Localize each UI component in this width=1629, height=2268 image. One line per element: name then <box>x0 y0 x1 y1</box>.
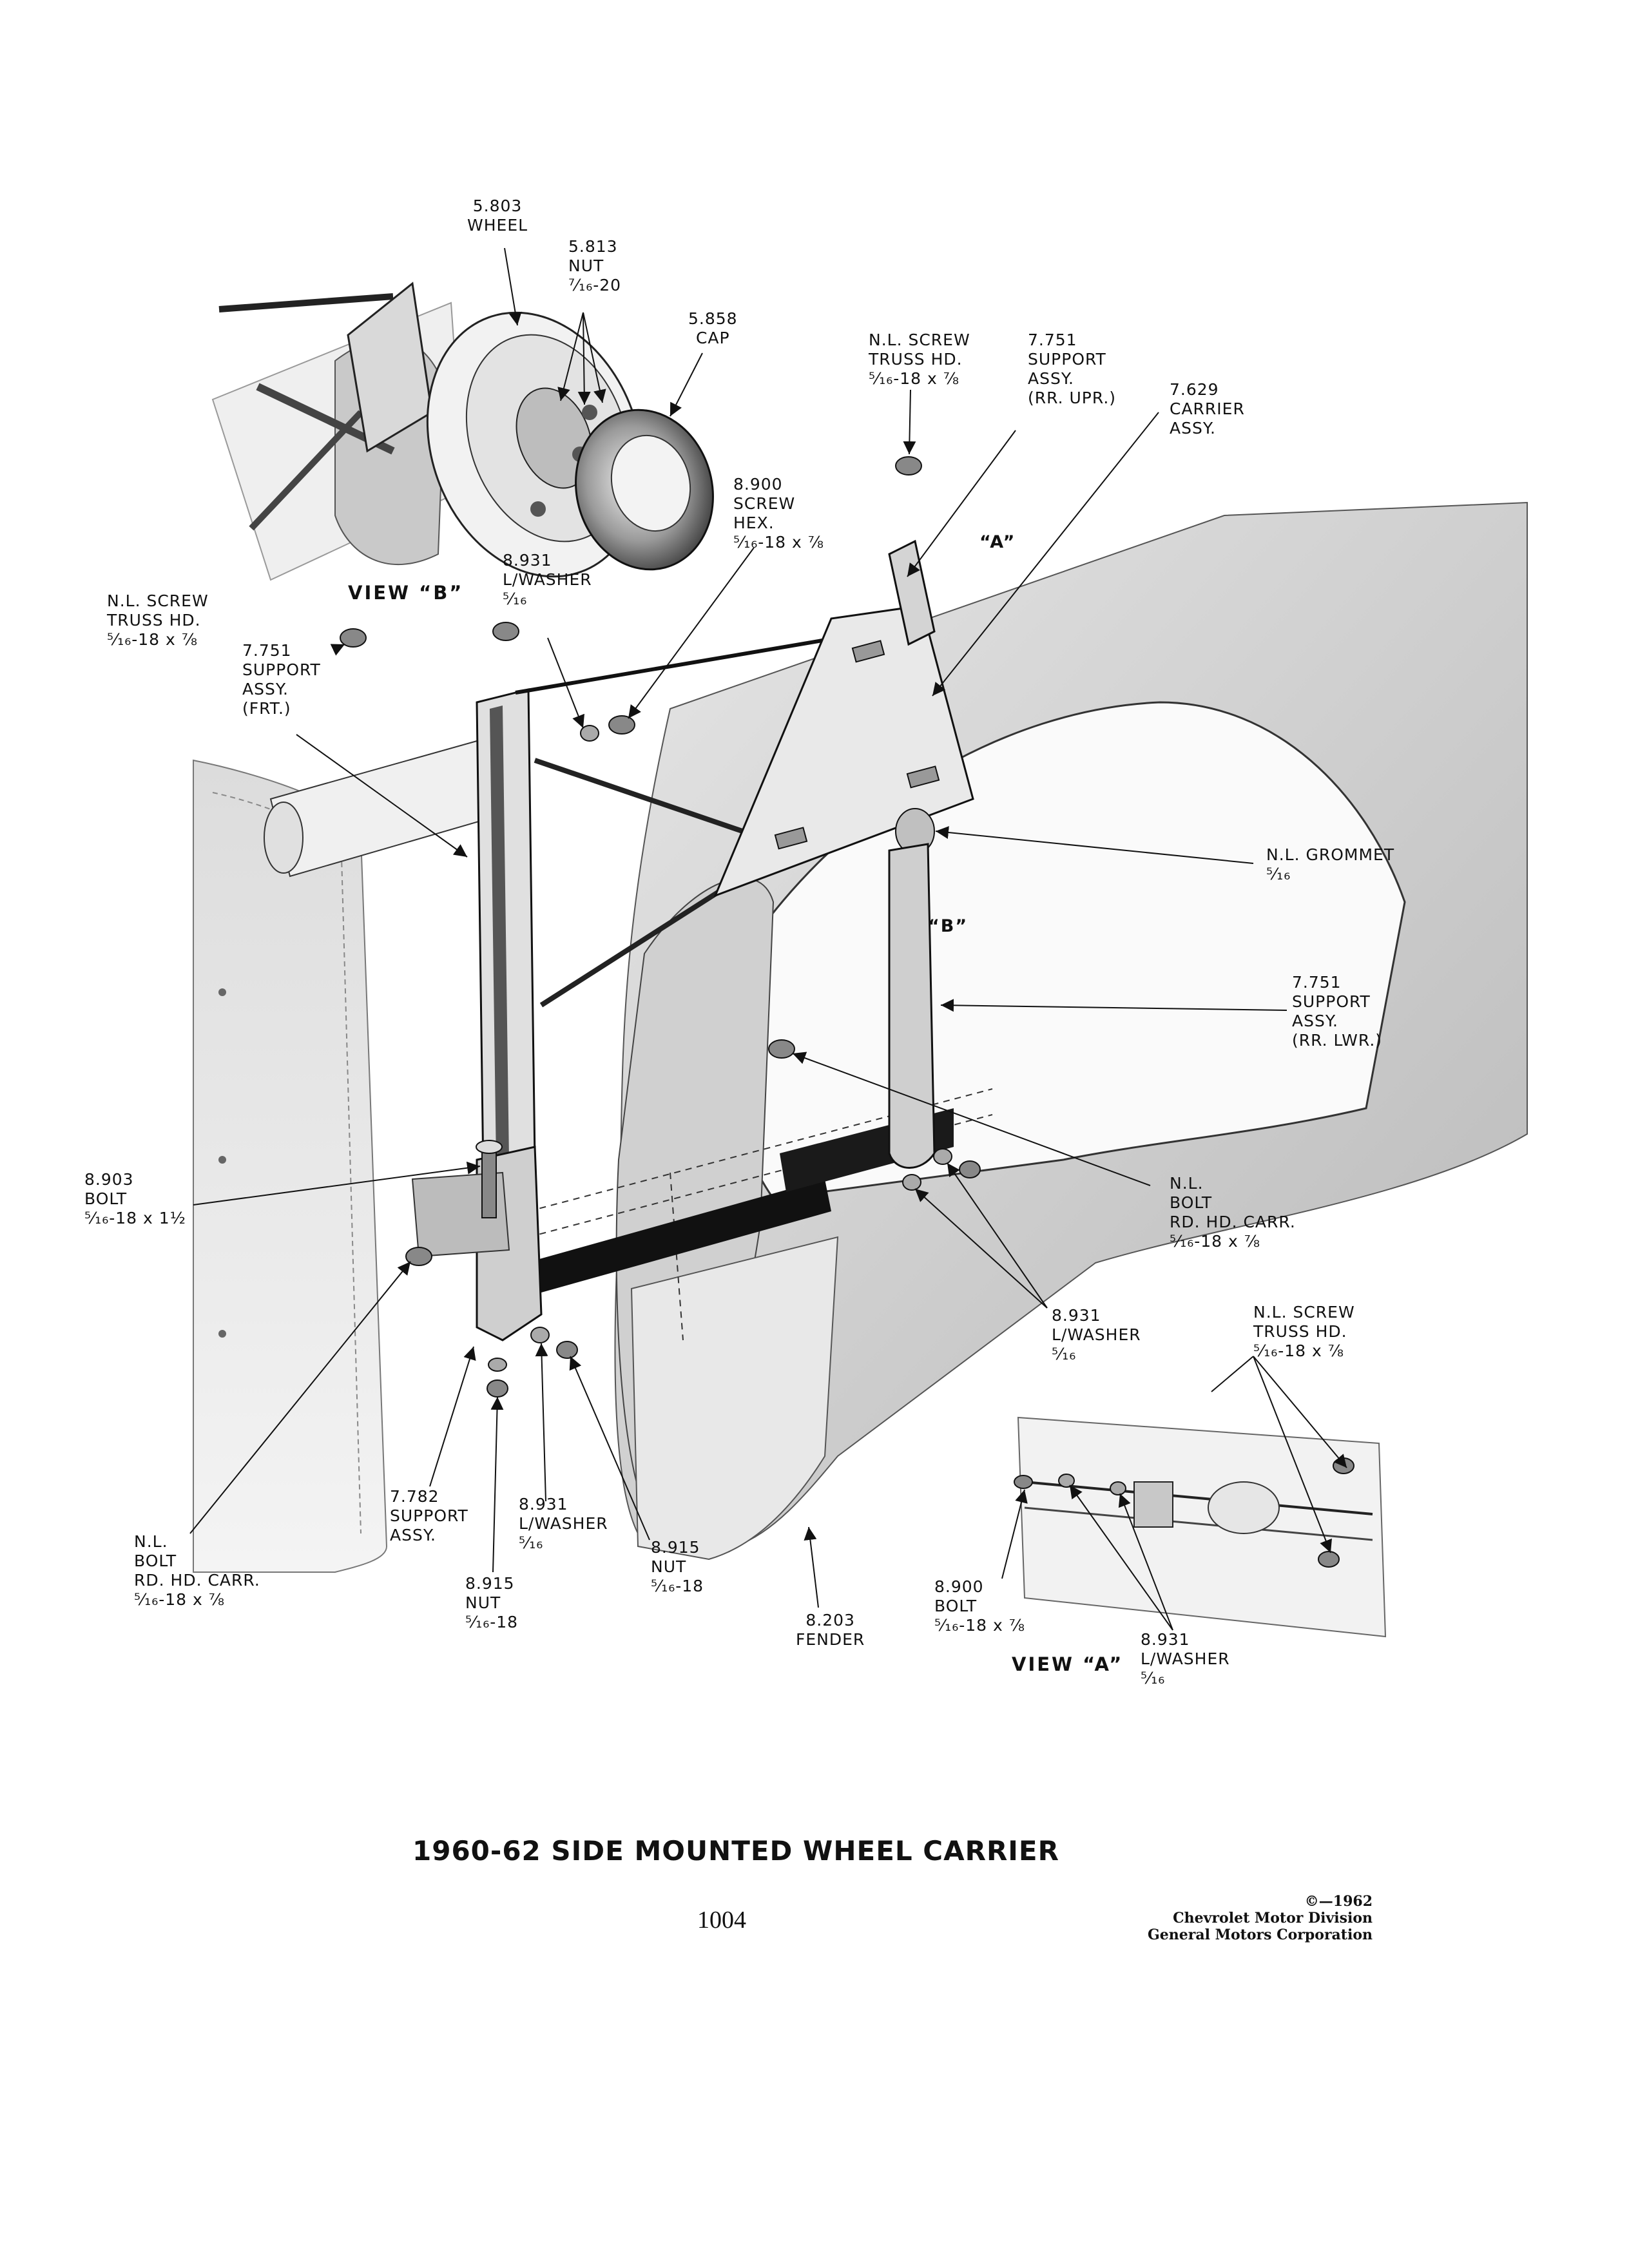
copyright-division: Chevrolet Motor Division <box>1173 1910 1373 1927</box>
view-b-title: VIEW “B” <box>348 582 464 604</box>
leader-lines <box>189 247 1347 1631</box>
figure-caption: 1960-62 SIDE MOUNTED WHEEL CARRIER <box>412 1835 1059 1867</box>
detail-tag-b: “B” <box>928 916 969 936</box>
page-number: 1004 <box>697 1907 746 1934</box>
view-a-detail <box>1014 1416 1387 1638</box>
copyright-corporation: General Motors Corporation <box>1147 1927 1373 1943</box>
detail-tag-a: “A” <box>979 532 1016 552</box>
view-a-title: VIEW “A” <box>1012 1653 1124 1675</box>
copyright-block: ©—1962 Chevrolet Motor Division General … <box>1108 1893 1373 1943</box>
carrier-assembly <box>340 456 981 1398</box>
copyright-year: ©—1962 <box>1304 1893 1373 1910</box>
view-b-wheel-assembly <box>211 282 714 581</box>
main-view-body <box>193 740 502 1573</box>
